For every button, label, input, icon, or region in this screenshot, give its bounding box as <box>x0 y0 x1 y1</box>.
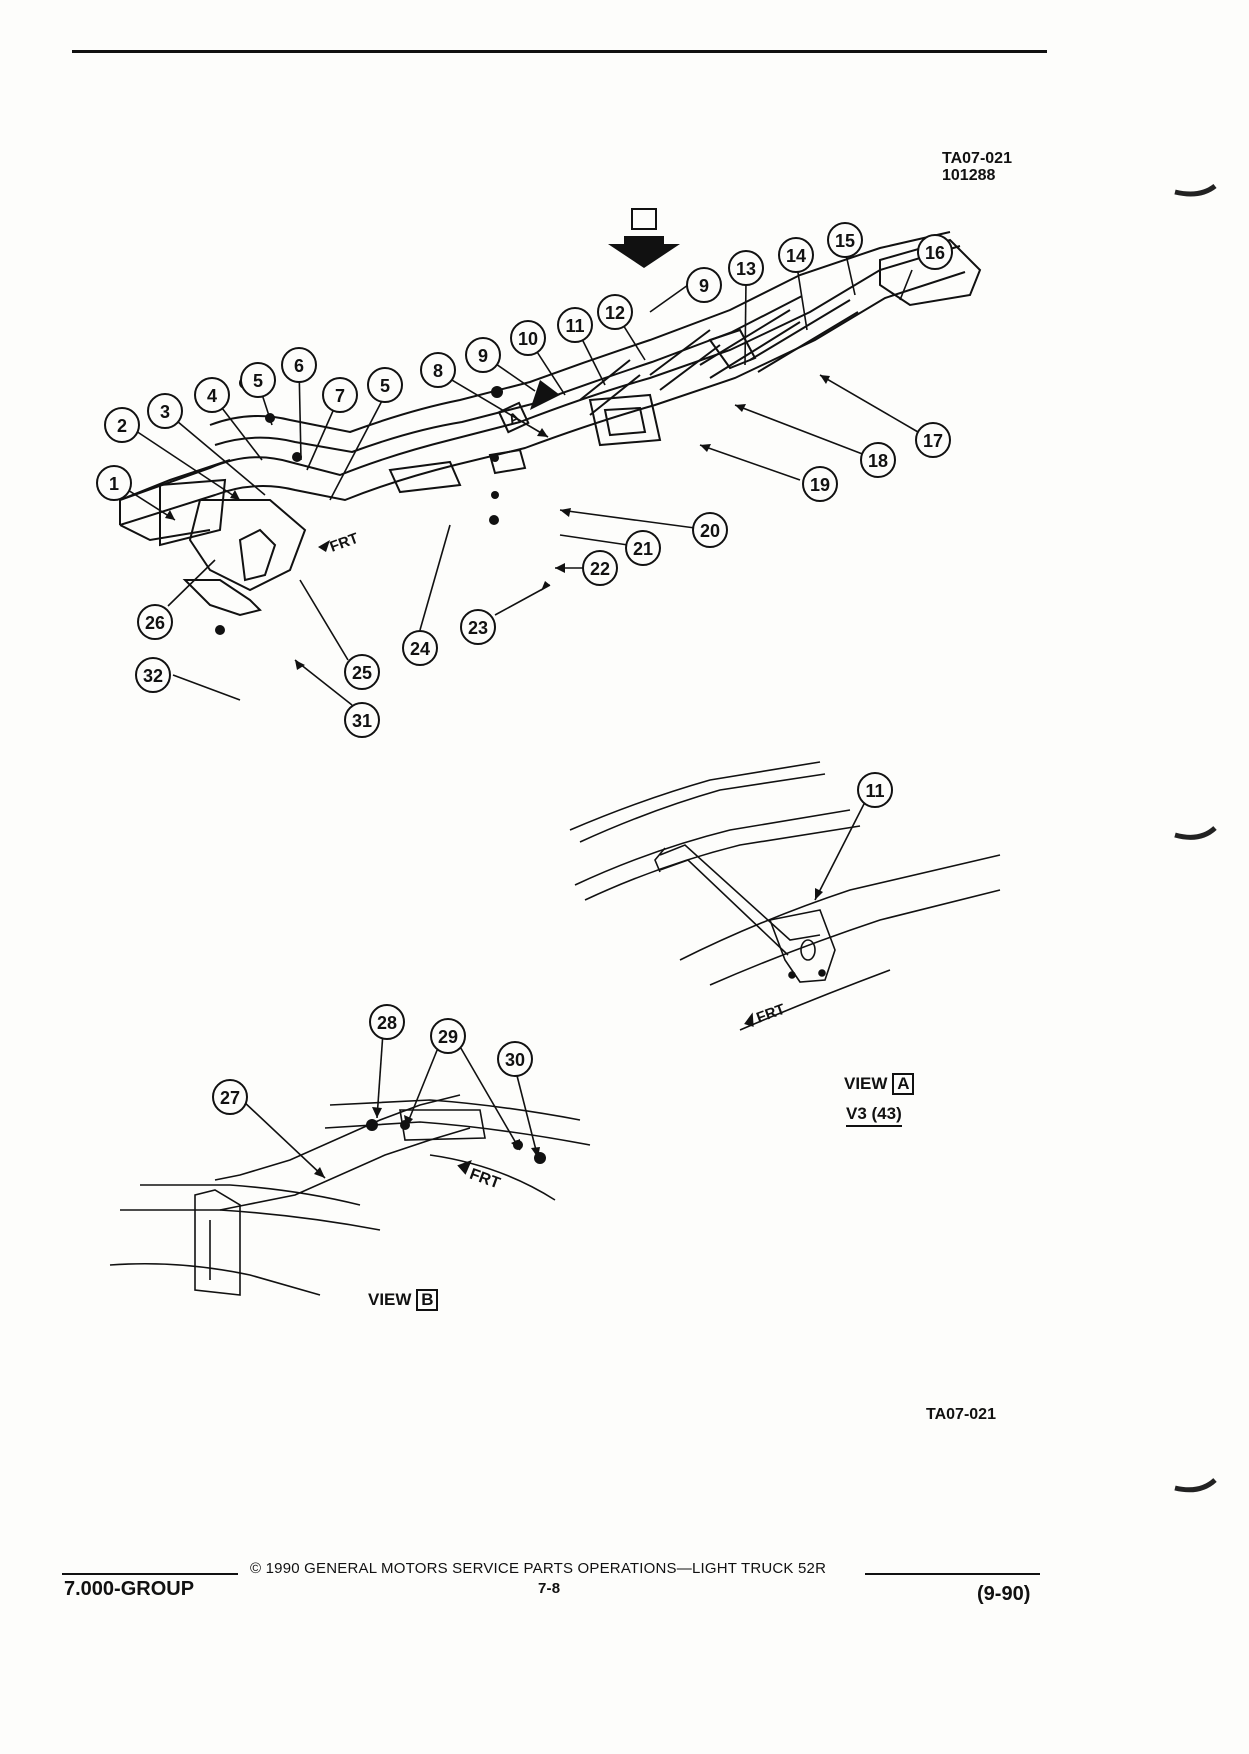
callout-10: 10 <box>518 329 538 349</box>
callout-14: 14 <box>786 246 806 266</box>
figure-ref-code: TA07-021 <box>942 150 1012 167</box>
callout-7: 7 <box>335 386 345 406</box>
footer-copyright: © 1990 GENERAL MOTORS SERVICE PARTS OPER… <box>250 1560 827 1577</box>
view-a-sublabel: V3 (43) <box>846 1104 902 1127</box>
view-b-label: VIEW B <box>368 1289 439 1311</box>
callout-21: 21 <box>633 539 653 559</box>
view-a-arrow <box>530 380 560 410</box>
callout-6: 6 <box>294 356 304 376</box>
callout-4: 4 <box>207 386 217 406</box>
figure-ref-date: 101288 <box>942 167 996 184</box>
main-view-callouts: 1 2 3 4 5 6 7 5 8 9 10 11 12 9 13 14 15 … <box>96 222 953 738</box>
view-b-diagram: FRT <box>109 1094 591 1296</box>
callout-2: 2 <box>117 416 127 436</box>
callout-30: 30 <box>505 1050 525 1070</box>
callout-25: 25 <box>352 663 372 683</box>
top-rule <box>72 50 1047 53</box>
callout-18: 18 <box>868 451 888 471</box>
view-b-marker-box <box>631 208 657 230</box>
footer-page-number: 7-8 <box>538 1580 561 1597</box>
callout-16: 16 <box>925 243 945 263</box>
callout-23: 23 <box>468 618 488 638</box>
callout-3: 3 <box>160 402 170 422</box>
callout-26: 26 <box>145 613 165 633</box>
callout-1: 1 <box>109 474 119 494</box>
footer-group: 7.000-GROUP <box>64 1578 195 1600</box>
callout-29: 29 <box>438 1027 458 1047</box>
view-b-word: VIEW <box>368 1290 412 1309</box>
callout-11: 11 <box>565 316 584 336</box>
callout-20: 20 <box>700 521 720 541</box>
callout-19: 19 <box>810 475 830 495</box>
callout-8: 8 <box>433 361 443 381</box>
footer-revision: (9-90) <box>977 1583 1031 1605</box>
view-a-word: VIEW <box>844 1074 888 1093</box>
callout-9a: 9 <box>478 346 488 366</box>
view-a-callout-11: 11 <box>865 781 884 801</box>
binder-marks <box>1174 183 1217 1493</box>
callout-13: 13 <box>736 259 756 279</box>
callout-27: 27 <box>220 1088 240 1108</box>
callout-31: 31 <box>352 711 372 731</box>
callout-12: 12 <box>605 303 625 323</box>
callout-28: 28 <box>377 1013 397 1033</box>
view-a-box: A <box>892 1073 915 1095</box>
callout-5b: 5 <box>380 376 390 396</box>
view-b-arrow <box>608 236 680 268</box>
callout-9b: 9 <box>699 276 709 296</box>
callout-24: 24 <box>410 639 430 659</box>
callout-15: 15 <box>835 231 855 251</box>
callout-32: 32 <box>143 666 163 686</box>
footer-rule-left <box>62 1573 238 1575</box>
view-a-callout-balloon <box>857 772 893 808</box>
view-a-diagram: 11 FRT <box>569 761 1001 1031</box>
view-b-callouts: 27 28 29 30 <box>212 1004 540 1179</box>
footer-rule-right <box>865 1573 1040 1575</box>
figure-reference: TA07-021 101288 <box>942 150 1012 184</box>
view-a-label: VIEW A <box>844 1073 915 1095</box>
callout-22: 22 <box>590 559 610 579</box>
callout-5a: 5 <box>253 371 263 391</box>
svg-text:FRT: FRT <box>754 1001 787 1027</box>
callout-17: 17 <box>923 431 943 451</box>
bottom-figure-ref: TA07-021 <box>926 1406 996 1423</box>
view-b-box: B <box>416 1289 439 1311</box>
frame-assembly-diagram: FRT A <box>119 208 982 635</box>
